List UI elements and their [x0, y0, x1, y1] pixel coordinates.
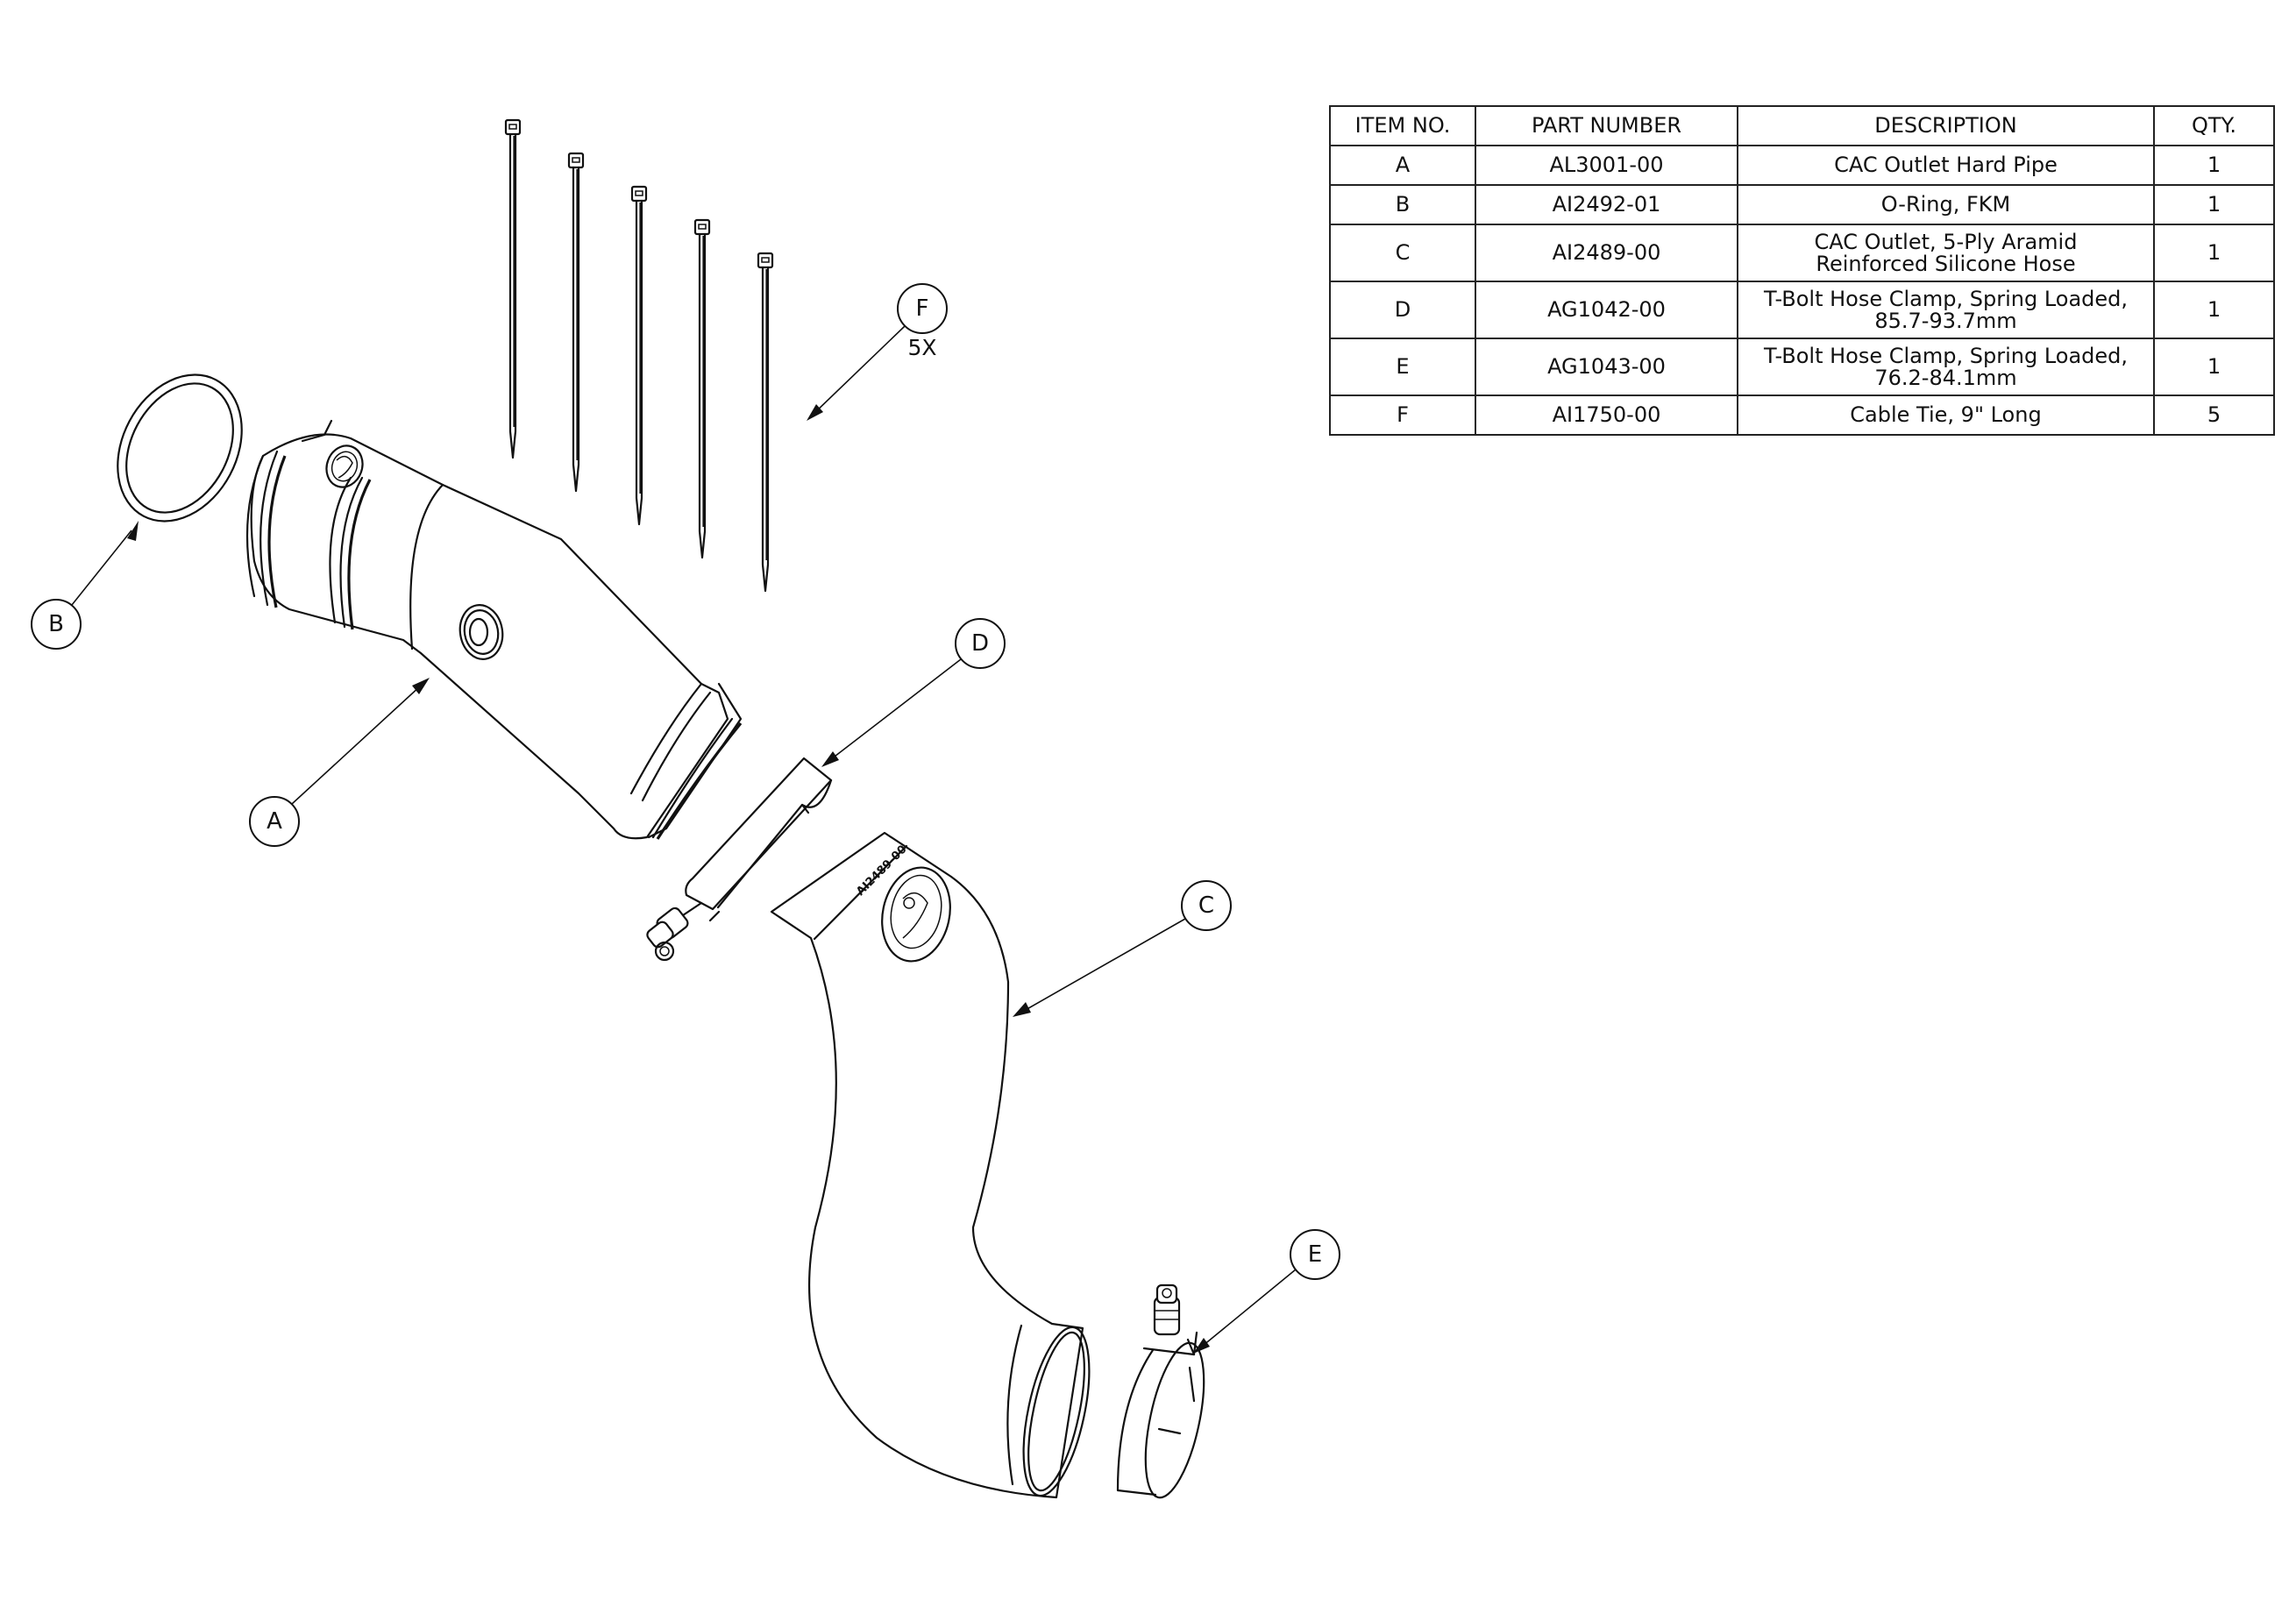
item-no-cell: C	[1329, 224, 1476, 282]
item-no-cell: B	[1329, 184, 1476, 225]
callout-quantity-note: 5X	[907, 335, 936, 360]
callout-c: C	[1013, 880, 1232, 1017]
cable-tie-icon	[757, 252, 774, 593]
table-row: A AL3001-00 CAC Outlet Hard Pipe 1	[1329, 145, 2275, 186]
o-ring-part-b	[117, 373, 243, 523]
table-row: C AI2489-00 CAC Outlet, 5-Ply Aramid Rei…	[1329, 224, 2275, 282]
cable-ties-part-f	[504, 118, 774, 593]
qty-cell: 1	[2153, 224, 2275, 282]
cable-tie-icon	[630, 185, 648, 526]
t-bolt-clamp-part-d	[646, 757, 833, 962]
item-no-cell: D	[1329, 281, 1476, 339]
description-cell: O-Ring, FKM	[1737, 184, 2155, 225]
callout-a: A	[249, 678, 430, 847]
cable-tie-icon	[567, 152, 585, 493]
hard-pipe-part-a	[245, 419, 743, 840]
qty-cell: 1	[2153, 145, 2275, 186]
cable-tie-icon	[504, 118, 522, 459]
callout-f: F 5X	[807, 283, 948, 421]
brand-logo-icon	[325, 444, 364, 488]
header-description: DESCRIPTION	[1737, 105, 2155, 146]
item-no-cell: F	[1329, 395, 1476, 436]
t-bolt-screw-icon	[646, 901, 703, 962]
description-cell: CAC Outlet, 5-Ply Aramid Reinforced Sili…	[1737, 224, 2155, 282]
description-cell: Cable Tie, 9" Long	[1737, 395, 2155, 436]
description-cell: CAC Outlet Hard Pipe	[1737, 145, 2155, 186]
qty-cell: 1	[2153, 338, 2275, 396]
qty-cell: 1	[2153, 281, 2275, 339]
hose-part-stamp: AI2489-00	[854, 842, 909, 898]
table-row: D AG1042-00 T-Bolt Hose Clamp, Spring Lo…	[1329, 281, 2275, 339]
description-cell: T-Bolt Hose Clamp, Spring Loaded, 85.7-9…	[1737, 281, 2155, 339]
callout-label: A	[267, 808, 282, 835]
callout-label: D	[971, 630, 989, 657]
callout-label: E	[1308, 1241, 1322, 1268]
header-qty: QTY.	[2153, 105, 2275, 146]
part-number-cell: AI2492-01	[1475, 184, 1738, 225]
bill-of-materials-table: ITEM NO. PART NUMBER DESCRIPTION QTY. A …	[1329, 105, 2275, 436]
callout-b: B	[31, 521, 139, 650]
table-row: E AG1043-00 T-Bolt Hose Clamp, Spring Lo…	[1329, 338, 2275, 396]
table-row: B AI2492-01 O-Ring, FKM 1	[1329, 184, 2275, 225]
part-number-cell: AI1750-00	[1475, 395, 1738, 436]
part-number-cell: AL3001-00	[1475, 145, 1738, 186]
part-number-cell: AG1043-00	[1475, 338, 1738, 396]
table-row: F AI1750-00 Cable Tie, 9" Long 5	[1329, 395, 2275, 436]
cable-tie-icon	[693, 218, 711, 559]
t-bolt-clamp-part-e	[1116, 1283, 1205, 1499]
callout-label: C	[1198, 892, 1214, 919]
part-number-cell: AI2489-00	[1475, 224, 1738, 282]
sensor-port-icon	[458, 604, 504, 660]
t-bolt-screw-icon	[1153, 1283, 1181, 1336]
callout-label: B	[48, 611, 64, 637]
callout-e: E	[1193, 1229, 1340, 1354]
description-cell: T-Bolt Hose Clamp, Spring Loaded, 76.2-8…	[1737, 338, 2155, 396]
qty-cell: 1	[2153, 184, 2275, 225]
header-item-no: ITEM NO.	[1329, 105, 1476, 146]
callout-d: D	[821, 618, 1006, 767]
silicone-hose-part-c: AI2489-00	[770, 831, 1091, 1499]
table-header-row: ITEM NO. PART NUMBER DESCRIPTION QTY.	[1329, 105, 2275, 146]
brand-logo-icon	[881, 866, 951, 963]
callout-label: F	[916, 295, 929, 322]
item-no-cell: A	[1329, 145, 1476, 186]
part-number-cell: AG1042-00	[1475, 281, 1738, 339]
qty-cell: 5	[2153, 395, 2275, 436]
header-part-number: PART NUMBER	[1475, 105, 1738, 146]
item-no-cell: E	[1329, 338, 1476, 396]
